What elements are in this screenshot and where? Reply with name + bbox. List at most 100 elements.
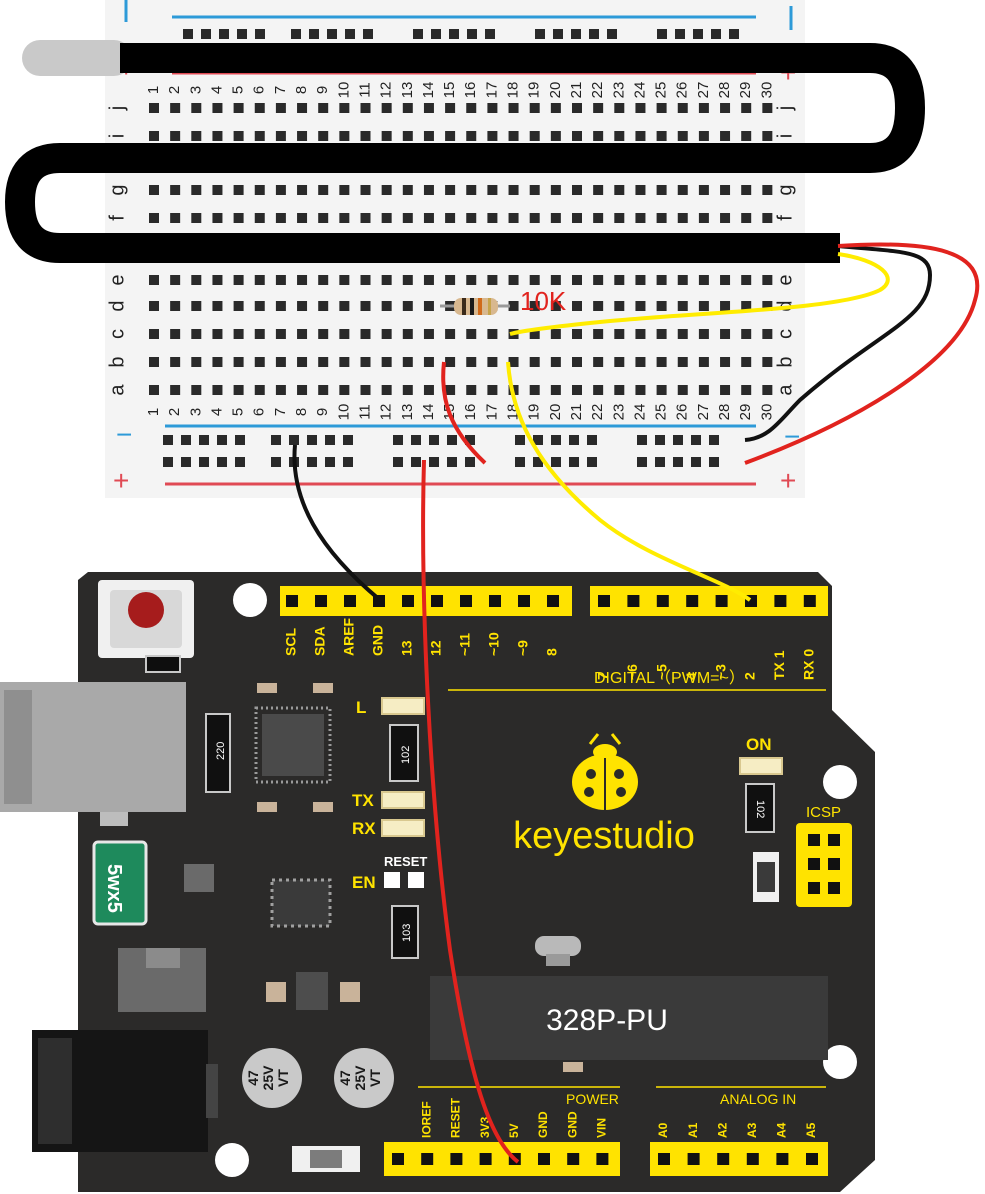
- microcontroller-chip-label: 328P-PU: [546, 1004, 668, 1037]
- rail-hole: [673, 457, 683, 467]
- breadboard-hole: [698, 185, 709, 195]
- header-pin-label: ~6: [624, 664, 640, 680]
- breadboard-hole: [741, 357, 752, 367]
- rail-hole: [655, 457, 665, 467]
- breadboard-hole: [720, 185, 731, 195]
- icsp-pin: [828, 834, 840, 846]
- column-number: 20: [547, 404, 564, 421]
- breadboard-hole: [677, 301, 688, 311]
- breadboard-hole: [275, 131, 286, 141]
- breadboard-hole: [635, 103, 646, 113]
- rail-hole: [413, 29, 423, 39]
- signal-yellow-wire: [506, 361, 752, 602]
- rail-hole: [307, 435, 317, 445]
- breadboard-hole: [339, 275, 350, 285]
- breadboard-hole: [423, 275, 434, 285]
- breadboard-hole: [191, 301, 202, 311]
- resistor-102-b: [745, 783, 775, 833]
- breadboard-hole: [741, 385, 752, 395]
- breadboard-hole: [149, 131, 159, 141]
- header-pin: [686, 595, 699, 607]
- dc-power-jack-opening: [38, 1038, 72, 1144]
- icsp-pins: [808, 834, 840, 894]
- resistor-102-b-code: 102: [754, 800, 766, 818]
- breadboard-hole: [402, 301, 413, 311]
- left-bottom-plus-sign: +: [113, 465, 129, 496]
- resistor-102-a: [389, 724, 419, 782]
- breadboard-hole: [191, 103, 202, 113]
- rail-hole: [309, 29, 319, 39]
- breadboard-hole: [191, 131, 202, 141]
- breadboard-hole: [635, 329, 646, 339]
- breadboard-hole: [656, 329, 667, 339]
- breadboard-hole: [402, 131, 413, 141]
- breadboard-hole: [529, 301, 540, 311]
- column-number: 1: [145, 408, 162, 416]
- header-pin-label: A1: [686, 1122, 700, 1138]
- rail-hole: [571, 29, 581, 39]
- breadboard-hole: [339, 385, 350, 395]
- column-number: 1: [145, 86, 162, 94]
- probe-red-wire: [744, 242, 980, 465]
- rail-hole: [199, 435, 209, 445]
- analog-header: [650, 1142, 828, 1176]
- rail-hole: [691, 457, 701, 467]
- breadboard-hole: [529, 103, 540, 113]
- breadboard-hole: [339, 185, 350, 195]
- breadboard-hole: [402, 329, 413, 339]
- breadboard-hole: [318, 103, 329, 113]
- led-l-label: L: [356, 698, 366, 717]
- breadboard-hole: [487, 103, 498, 113]
- breadboard-hole: [466, 357, 477, 367]
- icsp-pin: [808, 882, 820, 894]
- breadboard-hole: [423, 103, 434, 113]
- reset-pad-1: [384, 872, 400, 888]
- rail-hole: [411, 435, 421, 445]
- breadboard-hole: [381, 131, 392, 141]
- breadboard-hole: [360, 213, 371, 223]
- header-pin-label: IOREF: [419, 1101, 433, 1138]
- breadboard-hole: [233, 329, 244, 339]
- breadboard-hole: [445, 103, 456, 113]
- breadboard-hole: [212, 103, 223, 113]
- rail-hole: [447, 435, 457, 445]
- breadboard-hole: [698, 357, 709, 367]
- row-label: j: [106, 106, 128, 111]
- breadboard-hole: [677, 329, 688, 339]
- column-number: 6: [251, 408, 268, 416]
- breadboard-hole: [466, 329, 477, 339]
- breadboard-hole: [720, 385, 731, 395]
- header-pin: [806, 1153, 818, 1165]
- row-label: e: [106, 274, 128, 285]
- breadboard-hole: [339, 131, 350, 141]
- header-pin: [538, 1153, 550, 1165]
- header-pin-label: 12: [428, 640, 444, 656]
- breadboard-hole: [466, 275, 477, 285]
- rail-hole: [673, 435, 683, 445]
- smd-cap-1: [257, 683, 277, 693]
- rail-hole: [289, 435, 299, 445]
- rail-hole: [217, 457, 227, 467]
- breadboard-hole: [720, 275, 731, 285]
- mount-hole-right-bottom: [823, 1045, 857, 1079]
- column-number: 2: [166, 408, 183, 416]
- rail-hole: [569, 457, 579, 467]
- breadboard-hole: [741, 301, 752, 311]
- reset-button[interactable]: [128, 592, 164, 628]
- breadboard-hole: [572, 301, 582, 311]
- breadboard-hole: [593, 357, 604, 367]
- smd-cap-6: [340, 982, 360, 1002]
- breadboard-hole: [635, 385, 646, 395]
- breadboard-hole: [233, 357, 244, 367]
- column-number: 26: [674, 82, 691, 99]
- breadboard-hole: [720, 329, 731, 339]
- breadboard-hole: [762, 275, 773, 285]
- breadboard-hole: [297, 275, 308, 285]
- rail-hole: [429, 457, 439, 467]
- rail-hole: [515, 435, 525, 445]
- pullup-red-wire: [441, 361, 487, 465]
- breadboard-hole: [529, 357, 540, 367]
- breadboard-hole: [445, 185, 456, 195]
- header-pin: [776, 1153, 789, 1165]
- usb-port-tab: [100, 812, 128, 826]
